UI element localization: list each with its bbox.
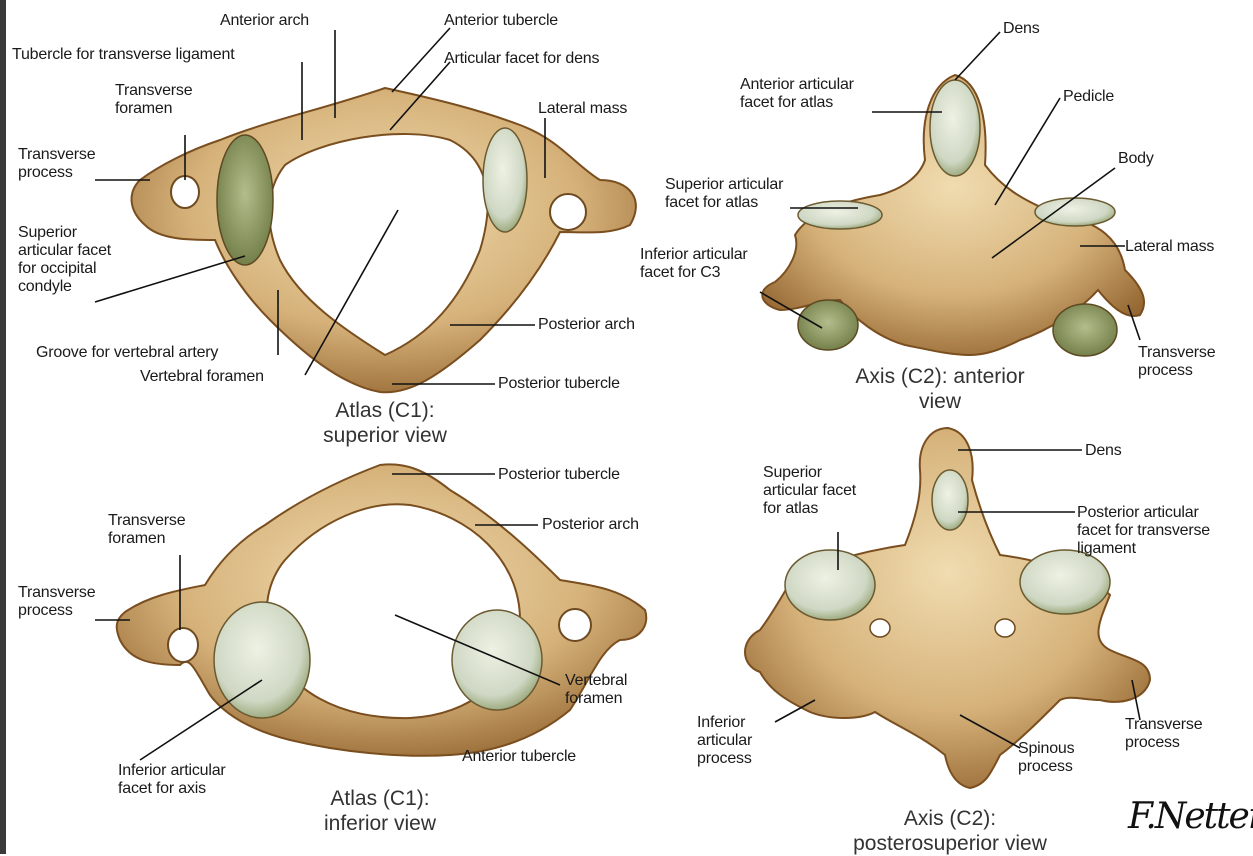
leader-pedicle [995,98,1060,205]
label-inf-transverse-process: Transverse process [18,584,95,620]
axis-posterosuperior-left-facet [785,550,875,620]
label-ps-inferior-articular-process: Inferior articular process [697,714,752,768]
axis-anterior-left-inferior-facet [798,300,858,350]
netter-signature: F.Netter [1128,796,1253,837]
atlas-inferior-left-facet [214,602,310,718]
axis-anterior-dens-facet [930,80,980,176]
label-transverse-process: Transverse process [18,146,95,182]
axis-anterior-right-superior-facet [1035,198,1115,226]
label-tubercle-transverse-ligament: Tubercle for transverse ligament [12,46,234,64]
label-superior-articular-facet: Superior articular facet for occipital c… [18,224,111,296]
label-inferior-articular-facet-c3: Inferior articular facet for C3 [640,246,748,282]
label-vertebral-foramen: Vertebral foramen [140,368,264,386]
label-articular-facet-dens: Articular facet for dens [444,50,599,68]
axis-anterior-right-inferior-facet [1053,304,1117,356]
label-pedicle: Pedicle [1063,88,1114,106]
leader-dens [955,32,1000,80]
caption-axis-posterosuperior: Axis (C2): posterosuperior view [820,806,1080,856]
label-ps-dens: Dens [1085,442,1122,460]
label-ps-posterior-articular-facet: Posterior articular facet for transverse… [1077,504,1210,558]
axis-posterosuperior-right-foramen [995,619,1015,637]
label-inf-articular-facet-axis: Inferior articular facet for axis [118,762,226,798]
atlas-inferior-drawing [117,464,647,755]
label-inf-posterior-arch: Posterior arch [542,516,639,534]
label-groove-vertebral-artery: Groove for vertebral artery [36,344,218,362]
label-ps-superior-articular-facet: Superior articular facet for atlas [763,464,856,518]
atlas-inferior-right-facet [452,610,542,710]
label-axis-superior-articular-facet: Superior articular facet for atlas [665,176,783,212]
atlas-superior-right-facet [483,128,527,232]
label-axis-transverse-process: Transverse process [1138,344,1215,380]
axis-posterosuperior-right-facet [1020,550,1110,614]
label-anterior-arch: Anterior arch [220,12,309,30]
label-posterior-arch: Posterior arch [538,316,635,334]
axis-posterosuperior-left-foramen [870,619,890,637]
atlas-superior-left-transverse-foramen [171,176,199,208]
atlas-superior-right-transverse-foramen [550,194,586,230]
label-inf-transverse-foramen: Transverse foramen [108,512,185,548]
axis-anterior-left-superior-facet [798,201,882,229]
atlas-inferior-left-transverse-foramen [168,628,198,662]
atlas-inferior-ring [117,464,647,755]
label-body: Body [1118,150,1154,168]
label-transverse-foramen: Transverse foramen [115,82,192,118]
label-inf-posterior-tubercle: Posterior tubercle [498,466,620,484]
leader-anterior-tubercle [392,28,450,92]
atlas-inferior-right-transverse-foramen [559,609,591,641]
label-lateral-mass: Lateral mass [538,100,627,118]
label-axis-lateral-mass: Lateral mass [1125,238,1214,256]
label-anterior-tubercle: Anterior tubercle [444,12,558,30]
leader-superior-articular-facet [95,256,245,302]
label-dens: Dens [1003,20,1040,38]
label-posterior-tubercle: Posterior tubercle [498,375,620,393]
label-anterior-articular-facet: Anterior articular facet for atlas [740,76,854,112]
axis-posterosuperior-dens-facet [932,470,968,530]
caption-atlas-inferior: Atlas (C1): inferior view [285,786,475,836]
label-inf-vertebral-foramen: Vertebral foramen [565,672,627,708]
label-ps-spinous-process: Spinous process [1018,740,1074,776]
label-ps-transverse-process: Transverse process [1125,716,1202,752]
caption-atlas-superior: Atlas (C1): superior view [290,398,480,448]
caption-axis-anterior: Axis (C2): anterior view [820,364,1060,414]
atlas-superior-left-facet [217,135,273,265]
axis-anterior-drawing [762,75,1144,356]
label-inf-anterior-tubercle: Anterior tubercle [462,748,576,766]
